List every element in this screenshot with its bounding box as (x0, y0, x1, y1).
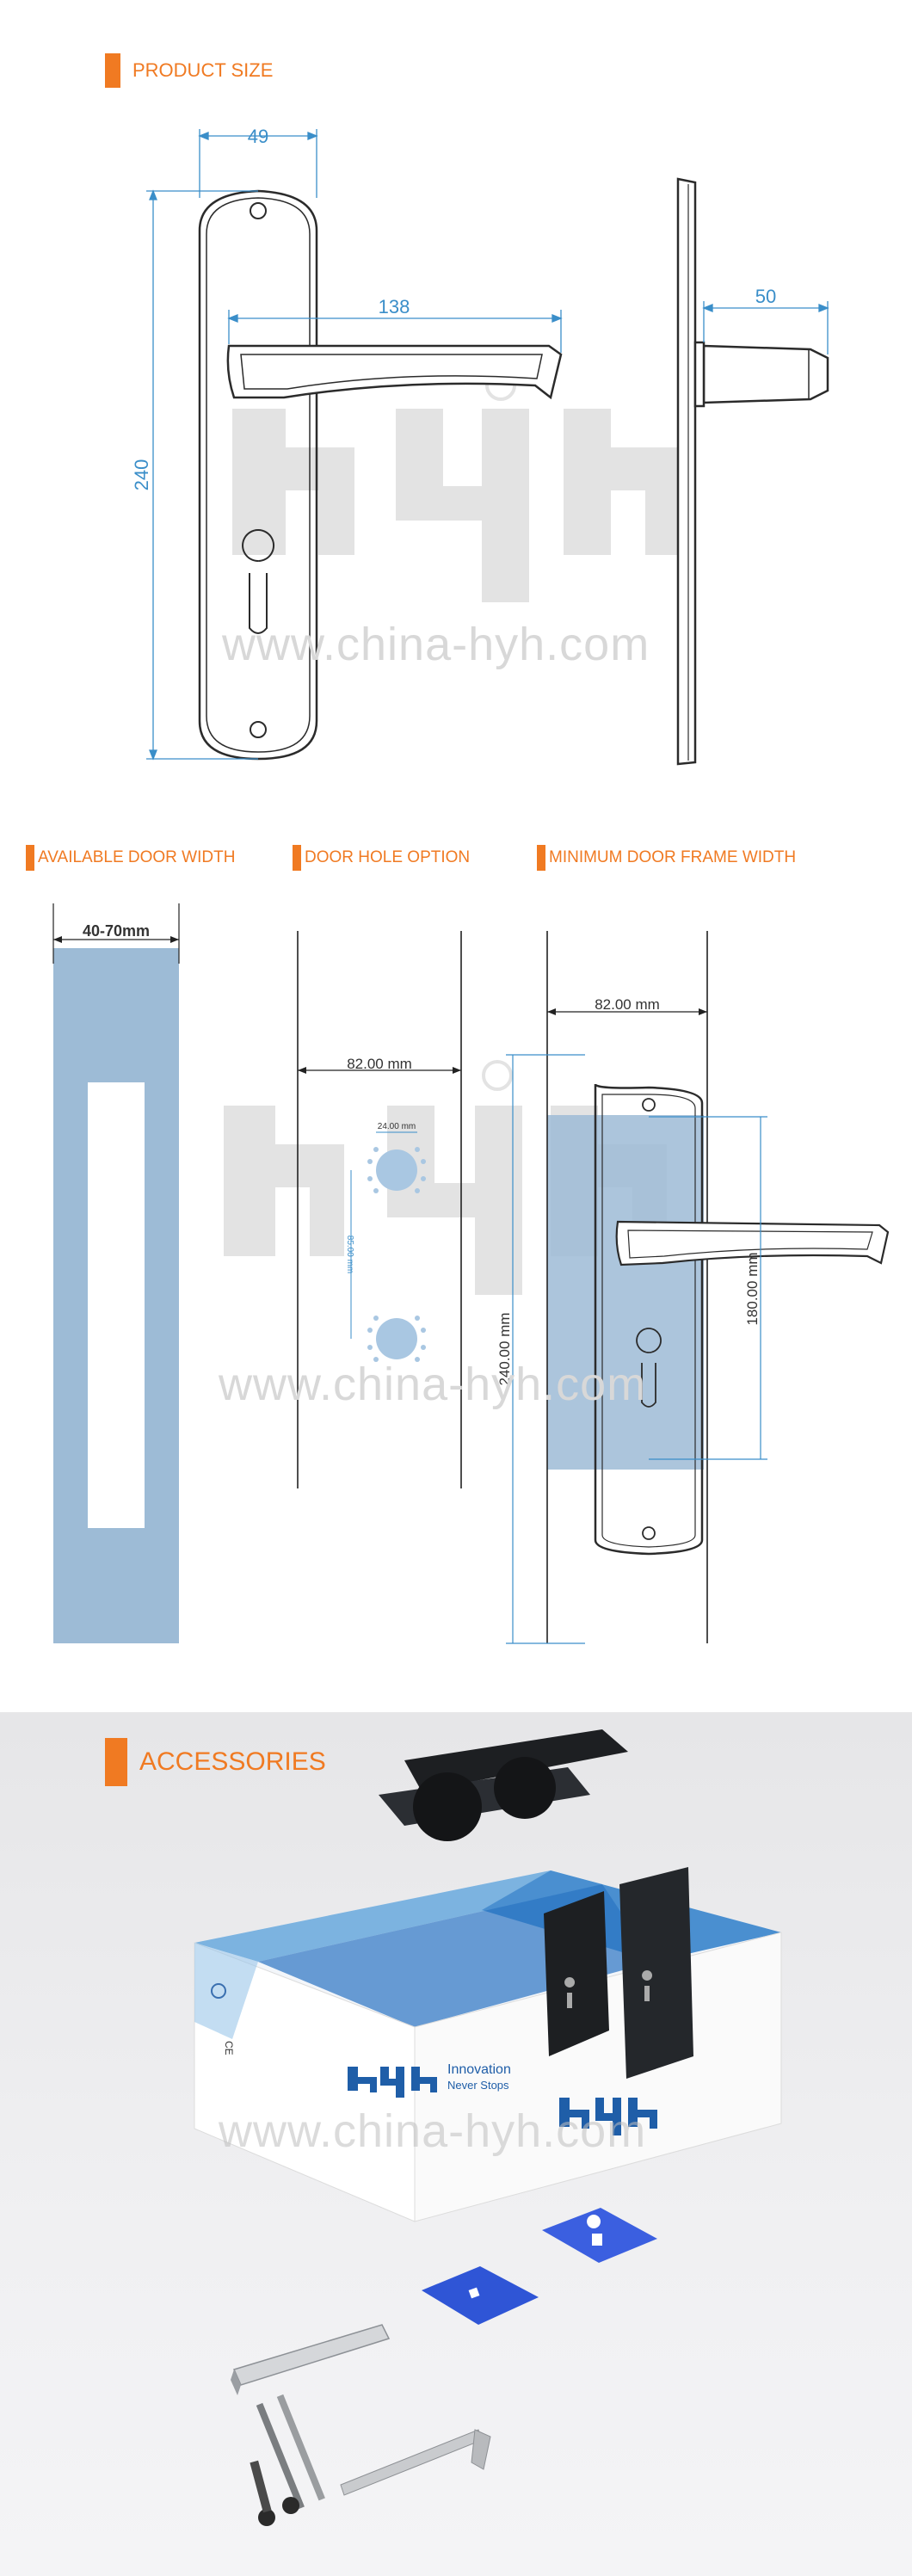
box-slogan-line2: Never Stops (447, 2079, 509, 2092)
title-accent-bar (293, 845, 301, 871)
handle-length-label: 138 (379, 296, 410, 317)
side-view (676, 177, 829, 766)
hole-gap-label: 24.00 mm (378, 1122, 416, 1131)
frame-plate-height: 240.00 mm (496, 1312, 513, 1385)
dimension-width (198, 129, 318, 198)
lever-handle (226, 344, 563, 400)
box-brand-logo (348, 2067, 437, 2098)
door-hole-backset: 82.00 mm (347, 1056, 412, 1072)
section-title-accessories: ACCESSORIES (105, 1738, 326, 1786)
section-title-product-size: PRODUCT SIZE (105, 53, 273, 88)
hyh-watermark-logo (232, 370, 684, 602)
certification-icons: CE (211, 1983, 235, 2055)
projection-label: 50 (755, 286, 776, 307)
title-accent-bar (26, 845, 34, 871)
dimension-height (146, 189, 258, 761)
section-title-text: PRODUCT SIZE (132, 59, 274, 81)
dimension-projection (702, 301, 829, 354)
width-label: 49 (248, 126, 268, 147)
door-diagrams: 40-70mm 82.00 mm 24.00 mm 85.00 mm (52, 903, 890, 1644)
dimension-handle-length (227, 310, 563, 353)
front-plate (198, 189, 318, 761)
box-side-logo (559, 2098, 657, 2135)
watermark-url: www.china-hyh.com (222, 619, 650, 670)
door-hole-diagram (297, 931, 462, 1488)
escutcheon-plate-cylinder (542, 2208, 657, 2263)
section-title-minimum-door-frame-width: MINIMUM DOOR FRAME WIDTH (537, 845, 796, 871)
package-box (194, 1870, 782, 2222)
title-accent-bar (105, 1738, 127, 1786)
frame-lever-handle (615, 1220, 890, 1266)
square-spindle (231, 2324, 391, 2395)
title-accent-bar (105, 53, 120, 88)
product-size-drawing: 49 240 138 50 (131, 126, 829, 766)
frame-backset: 82.00 mm (595, 996, 660, 1013)
escutcheon-plate-square (422, 2266, 539, 2325)
hole-circles (350, 1131, 426, 1362)
accessories-section: ACCESSORIES (0, 1712, 912, 2576)
allen-key (340, 2429, 491, 2496)
frame-plate (594, 1083, 704, 1556)
section-title-available-door-width: AVAILABLE DOOR WIDTH (26, 845, 235, 871)
watermark-url: www.china-hyh.com (219, 1359, 647, 1410)
height-label: 240 (131, 459, 152, 491)
screws (250, 2394, 325, 2526)
box-slogan-line1: Innovation (447, 2062, 511, 2077)
svg-text:CE: CE (223, 2041, 235, 2055)
door-width-diagram (52, 903, 180, 1643)
section-title-text: ACCESSORIES (139, 1747, 326, 1776)
watermark-url: www.china-hyh.com (219, 2105, 647, 2157)
title-accent-bar (537, 845, 545, 871)
section-title-text: DOOR HOLE OPTION (305, 848, 471, 866)
frame-width-diagram (546, 931, 708, 1643)
black-handle-set (379, 1729, 693, 2079)
section-title-text: AVAILABLE DOOR WIDTH (38, 848, 236, 866)
section-title-door-hole-option: DOOR HOLE OPTION (293, 845, 470, 871)
hole-spacing-label: 85.00 mm (345, 1236, 354, 1273)
frame-height-dimension (506, 1054, 767, 1644)
door-width-range: 40-70mm (83, 922, 150, 940)
section-title-text: MINIMUM DOOR FRAME WIDTH (549, 848, 797, 866)
accessories-illustration: Innovation Never Stops CE (194, 1729, 782, 2526)
frame-center-distance: 180.00 mm (744, 1252, 761, 1325)
